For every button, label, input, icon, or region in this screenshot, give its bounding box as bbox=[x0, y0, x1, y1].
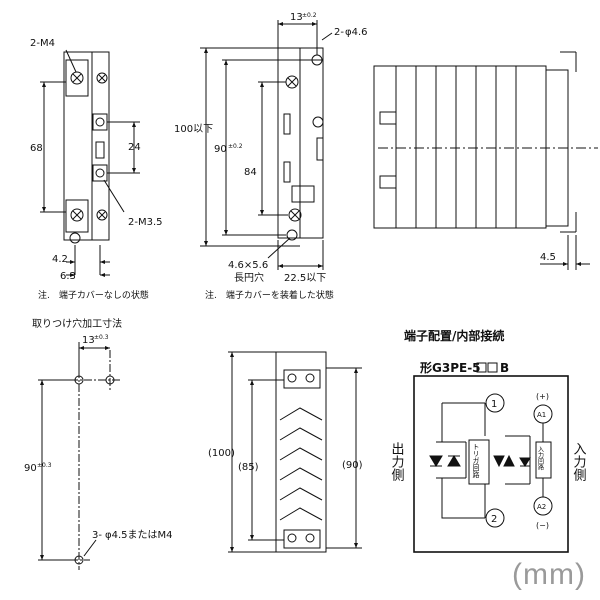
model-placeholder-box-2 bbox=[487, 362, 498, 373]
front-dim-4-2-label: 4.2 bbox=[52, 254, 68, 265]
front-screw-top-label: 2-M4 bbox=[30, 38, 55, 49]
cover-width-13-tol: ±0.2 bbox=[302, 12, 317, 19]
mount-height: 90 bbox=[24, 463, 37, 474]
mount-pitch: 13 bbox=[82, 335, 95, 346]
top-terminal-screw bbox=[70, 71, 84, 85]
bottom-terminal-screw bbox=[70, 208, 84, 222]
cover-width-22-5: 22.5以下 bbox=[284, 273, 326, 284]
circuit-schematic bbox=[413, 375, 569, 553]
circuit-model-prefix: 形G3PE-5 bbox=[420, 361, 481, 375]
heatsink-outline bbox=[275, 351, 327, 553]
mount-pitch-tol: ±0.3 bbox=[94, 334, 109, 341]
side-heatsink-outline bbox=[395, 65, 547, 229]
mount-holes: φ4.5またはM4 bbox=[105, 529, 173, 541]
circuit-frame bbox=[413, 375, 569, 553]
circuit-model-suffix: B bbox=[500, 361, 509, 375]
front-height-68-label: 68 bbox=[30, 143, 43, 154]
heatsink-labels: (100) (85) (90) bbox=[208, 448, 363, 473]
heatsink-bottom-terminals bbox=[283, 529, 321, 549]
side-dim-4-5: 4.5 bbox=[540, 252, 556, 263]
heatsink-dim-90: (90) bbox=[342, 460, 363, 471]
terminal-2: 2 bbox=[491, 514, 497, 525]
cover-slot-label: 長円穴 bbox=[234, 271, 264, 284]
mounting-holes-labels: 取りつけ穴加工寸法 13 ±0.3 90 ±0.3 3- φ4.5またはM4 bbox=[24, 317, 173, 541]
cover-view bbox=[200, 20, 333, 270]
front-dim-6-3-label: 6.3 bbox=[60, 271, 76, 282]
side-view bbox=[373, 51, 598, 270]
heatsink-view bbox=[228, 351, 362, 553]
top-terminal-block bbox=[65, 59, 89, 97]
cover-hole-prefix: 2- bbox=[334, 27, 344, 38]
terminal-a2: A2 bbox=[537, 503, 546, 511]
heatsink-dim-100: (100) bbox=[208, 448, 235, 459]
cover-slot-lower bbox=[283, 161, 291, 183]
input-side-label: 入力側 bbox=[571, 442, 587, 481]
front-dim-24-label: 24 bbox=[128, 142, 141, 153]
model-placeholder-box-1 bbox=[476, 362, 487, 373]
triac-diode-2 bbox=[447, 455, 461, 467]
front-body-outline bbox=[63, 51, 110, 241]
cover-hole-dia: φ4.6 bbox=[345, 27, 368, 38]
terminal-a2-circle bbox=[533, 496, 553, 516]
terminal-plus: (+) bbox=[536, 392, 549, 401]
mount-title: 取りつけ穴加工寸法 bbox=[32, 317, 122, 330]
mount-height-tol: ±0.3 bbox=[37, 462, 52, 469]
terminal-1-circle bbox=[485, 393, 505, 413]
output-side-label: 出力側 bbox=[389, 442, 405, 481]
circuit-labels: 1 2 A1 A2 (+) (−) トリガ回路 入力回路 出力側 入力側 bbox=[389, 392, 587, 530]
heatsink-top-terminals bbox=[283, 369, 321, 389]
triac-diode-1 bbox=[429, 455, 443, 467]
input-circuit-box bbox=[535, 441, 552, 479]
terminal-a1-circle bbox=[533, 404, 553, 424]
heatsink-dim-85: (85) bbox=[238, 462, 259, 473]
trigger-circuit-box bbox=[468, 439, 490, 485]
cover-bottom-screw bbox=[288, 208, 302, 222]
terminal-a1: A1 bbox=[537, 411, 546, 419]
cover-height-90-tol: ±0.2 bbox=[228, 143, 243, 150]
unit-label: (mm) bbox=[512, 558, 586, 591]
front-view-labels: 2-M4 68 24 2-M3.5 4.2 6.3 注. 端子カバーなしの状態 bbox=[30, 38, 163, 301]
heatsink-fins bbox=[279, 407, 323, 521]
cover-slot-size: 4.6×5.6 bbox=[228, 260, 268, 271]
cover-height-100: 100以下 bbox=[174, 124, 213, 135]
cover-height-84: 84 bbox=[244, 167, 257, 178]
mounting-holes bbox=[38, 342, 120, 570]
circuit-diagram: 端子配置/内部接続 形G3PE-5 B bbox=[404, 328, 509, 375]
front-body-side bbox=[91, 51, 110, 241]
cover-window bbox=[291, 185, 315, 203]
cover-bottom-slot bbox=[286, 229, 298, 241]
terminal-minus: (−) bbox=[536, 521, 549, 530]
terminal-1: 1 bbox=[491, 399, 497, 410]
circuit-title: 端子配置/内部接続 bbox=[404, 328, 504, 343]
cover-height-90: 90 bbox=[214, 144, 227, 155]
cover-view-labels: 13 ±0.2 2- φ4.6 100以下 90 ±0.2 84 4.6×5.6… bbox=[174, 12, 368, 301]
mid-terminal-upper bbox=[92, 113, 108, 131]
trigger-circuit-label: トリガ回路 bbox=[472, 443, 480, 479]
top-right-screw bbox=[96, 72, 108, 84]
mid-terminal-slot bbox=[95, 141, 105, 159]
front-screw-bottom-label: 2-M3.5 bbox=[128, 217, 163, 228]
input-circuit-label: 入力回路 bbox=[537, 446, 544, 471]
cover-width-13: 13 bbox=[290, 12, 303, 23]
cover-note: 注. 端子カバーを装着した状態 bbox=[205, 289, 334, 301]
mounting-hole-bottom bbox=[69, 232, 81, 244]
front-view bbox=[40, 49, 140, 277]
front-note: 注. 端子カバーなしの状態 bbox=[38, 289, 149, 301]
bottom-terminal-block bbox=[65, 199, 89, 233]
cover-slot-upper bbox=[283, 113, 291, 135]
mount-holes-prefix: 3- bbox=[92, 530, 102, 541]
side-base bbox=[373, 65, 397, 229]
terminal-2-circle bbox=[485, 508, 505, 528]
mid-terminal-lower bbox=[92, 164, 108, 182]
